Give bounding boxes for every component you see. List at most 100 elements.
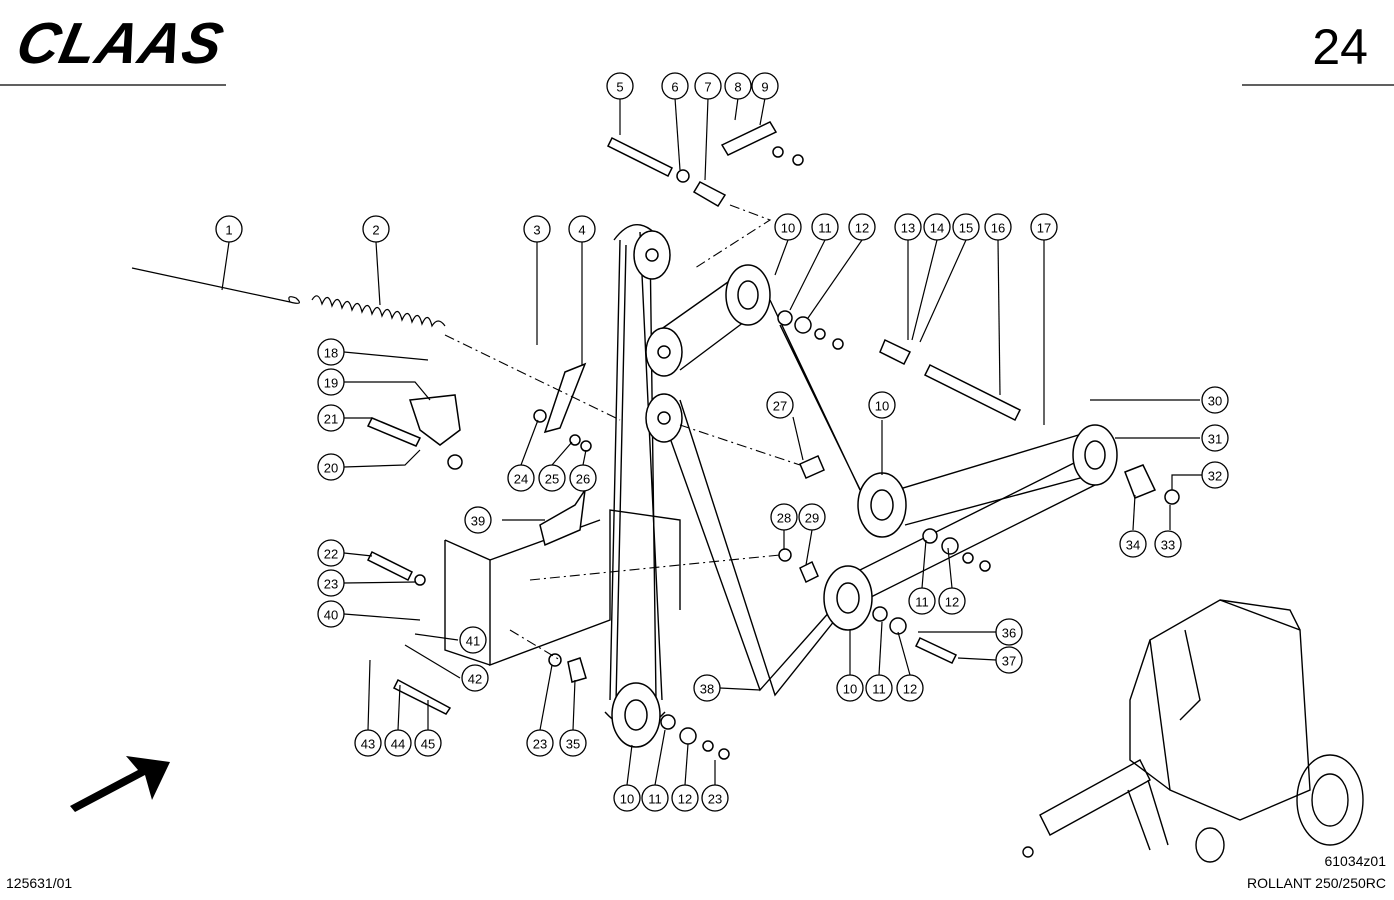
callout-number: 7 [704,80,711,95]
callout-9: 9 [751,72,779,100]
callout-15: 15 [952,213,980,241]
callout-21: 21 [317,404,345,432]
callout-number: 44 [391,737,405,752]
callout-number: 37 [1002,654,1016,669]
callout-number: 38 [700,682,714,697]
callout-10: 10 [613,784,641,812]
callout-circle [538,464,566,492]
callout-number: 43 [361,737,375,752]
callout-circle [848,213,876,241]
callout-number: 23 [533,737,547,752]
callout-number: 27 [773,399,787,414]
callout-32: 32 [1201,461,1229,489]
callout-number: 10 [875,399,889,414]
callout-circle [865,674,893,702]
drive-belt-38 [659,399,841,697]
callout-circle [317,404,345,432]
callout-23: 23 [317,569,345,597]
callout-36: 36 [995,618,1023,646]
callout-45: 45 [414,729,442,757]
callout-circle [1154,530,1182,558]
callout-number: 29 [805,511,819,526]
callout-5: 5 [606,72,634,100]
callout-27: 27 [766,391,794,419]
lever-part-4 [543,362,587,434]
callout-7: 7 [694,72,722,100]
callout-33: 33 [1154,530,1182,558]
callout-circle [693,674,721,702]
callout-number: 23 [708,792,722,807]
pulley-mid-left [645,327,683,443]
callout-circle [774,213,802,241]
callout-number: 23 [324,577,338,592]
callout-circle [317,600,345,628]
drive-belt-right [849,429,1111,601]
bracket-part-19 [408,394,461,446]
callout-number: 26 [576,472,590,487]
callout-circle [896,674,924,702]
callout-circle [526,729,554,757]
callout-14: 14 [923,213,951,241]
rod-part-1 [131,267,300,304]
callout-circle [1201,386,1229,414]
callout-23: 23 [526,729,554,757]
callout-number: 10 [781,221,795,236]
callout-circle [507,464,535,492]
callout-circle [868,391,896,419]
pulley-right-31 [1072,424,1118,486]
bolt-part-5 [606,136,690,183]
callout-circle [317,539,345,567]
callout-41: 41 [459,626,487,654]
callout-number: 10 [843,682,857,697]
callout-circle [701,784,729,812]
callout-number: 33 [1161,538,1175,553]
model-name: ROLLANT 250/250RC [1246,875,1386,891]
callout-3: 3 [523,215,551,243]
callout-13: 13 [894,213,922,241]
callout-number: 12 [678,792,692,807]
callout-circle [613,784,641,812]
callout-circle [984,213,1012,241]
callout-23: 23 [701,784,729,812]
callout-circle [317,569,345,597]
callout-circle [671,784,699,812]
callout-circle [461,664,489,692]
callout-number: 36 [1002,626,1016,641]
callout-circle [908,587,936,615]
callout-40: 40 [317,600,345,628]
callout-20: 20 [317,453,345,481]
callout-4: 4 [568,215,596,243]
callout-12: 12 [671,784,699,812]
callout-circle [836,674,864,702]
callout-circle [215,215,243,243]
callout-38: 38 [693,674,721,702]
baler-overview-thumbnail [1022,599,1364,863]
bushing-part-7 [692,181,727,208]
callout-11: 11 [811,213,839,241]
callout-number: 30 [1208,394,1222,409]
callout-circle [1119,530,1147,558]
callout-number: 41 [466,634,480,649]
callout-number: 39 [471,514,485,529]
callout-12: 12 [896,674,924,702]
bolt-part-45 [392,678,452,715]
leader-lines [444,204,801,661]
callout-18: 18 [317,338,345,366]
pulley-lower-10 [823,565,873,631]
callout-circle [995,646,1023,674]
callout-1: 1 [215,215,243,243]
callout-number: 22 [324,547,338,562]
callout-number: 19 [324,376,338,391]
callout-39: 39 [464,506,492,534]
callout-circle [770,503,798,531]
callout-number: 9 [761,80,768,95]
callout-circle [798,503,826,531]
callout-8: 8 [724,72,752,100]
callout-11: 11 [908,587,936,615]
callout-11: 11 [865,674,893,702]
bracket-part-39 [539,489,586,547]
callout-number: 31 [1208,432,1222,447]
callout-circle [606,72,634,100]
callout-number: 42 [468,672,482,687]
